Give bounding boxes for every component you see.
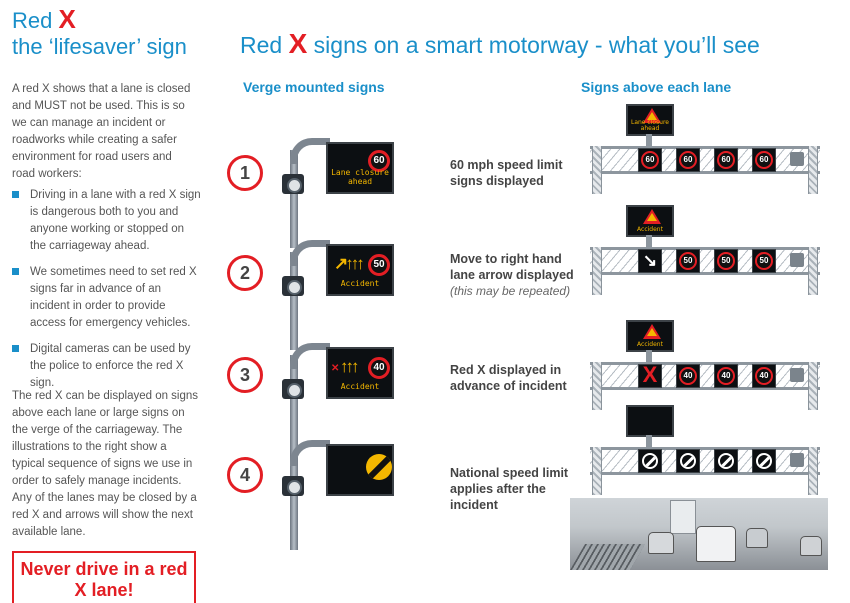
bullet-list: Driving in a lane with a red X sign is d… [12,187,202,401]
verge-sign-message: Accident [340,382,380,391]
lane-sign: 60 [638,148,662,172]
intro-paragraph: A red X shows that a lane is closed and … [12,83,191,180]
main-title-x: X [288,28,308,59]
lane-sign: 60 [752,148,776,172]
gantry-caption: 60 mph speed limit signs displayed [450,158,563,188]
verge-sign-board: ↗↑↑↑ 50 Accident [326,244,394,296]
lane-sign: 40 [714,364,738,388]
title-red-word: Red [12,8,53,33]
crash-barrier [570,544,646,570]
step-number: 3 [227,357,263,393]
main-title-rest: signs on a smart motorway - what you’ll … [313,32,760,58]
lane-sign: 50 [676,249,700,273]
camera-icon [790,253,804,267]
truck [670,500,696,534]
gantry-caption: National speed limit applies after the i… [450,466,569,512]
gantry-4 [590,405,820,495]
national-speed-limit-icon [642,453,658,469]
lane-sign: 50 [714,249,738,273]
verge-sign-message: Accident [340,279,380,288]
verge-sign-1: 60 Lane closure ahead [270,138,400,248]
gantry-1: Lane closure ahead 60 60 60 60 [590,104,820,194]
verge-sign-2: ↗↑↑↑ 50 Accident [270,240,400,350]
camera-icon [790,453,804,467]
gantry-column-heading: Signs above each lane [581,79,732,95]
title-red-x: X [58,4,76,34]
main-title-red: Red [240,32,283,58]
speed-limit-ring: 50 [368,254,390,276]
gantry-note: (this may be repeated) [450,284,571,298]
verge-sign-board [326,444,394,496]
national-speed-limit-icon [756,453,772,469]
verge-sign-message: Lane closure ahead [331,168,389,186]
left-title: Red X the ‘lifesaver’ sign [12,6,187,60]
gantry-caption: Red X displayed in advance of incident [450,363,567,393]
national-speed-limit-icon [718,453,734,469]
national-speed-limit-icon [680,453,696,469]
car [800,536,822,556]
camera-icon [282,379,304,399]
national-speed-limit-icon [366,454,392,480]
warning-triangle-icon [643,209,661,224]
lane-sign: X [638,362,662,388]
lane-sign [714,449,738,473]
red-x-icon: X [642,362,658,387]
bullet-item: Digital cameras can be used by the polic… [12,341,202,392]
lane-closed-x-icon: ✕ [331,363,340,374]
callout-text: Never drive in a red X lane! [20,559,188,600]
verge-sign-4 [270,440,400,550]
gantry-top-sign: Accident [626,205,674,237]
gantry-top-sign-blank [626,405,674,437]
gantry-3: Accident X 40 40 40 [590,320,820,410]
gantry-top-sign: Accident [626,320,674,352]
title-line2: the ‘lifesaver’ sign [12,34,187,59]
step-number: 2 [227,255,263,291]
outro-paragraph: The red X can be displayed on signs abov… [12,390,199,538]
camera-icon [790,152,804,166]
car [696,526,736,562]
lane-sign: 40 [676,364,700,388]
warning-triangle-icon [643,324,661,339]
lane-sign: 50 [752,249,776,273]
motorway-photo [570,498,828,570]
main-title: Red X signs on a smart motorway - what y… [240,28,760,60]
lane-sign: 60 [714,148,738,172]
sign-arm [290,138,330,164]
callout-box: Never drive in a red X lane! [12,551,196,603]
camera-icon [790,368,804,382]
lane-sign: ↘ [638,249,662,273]
gantry-caption: Move to right hand lane arrow displayed … [450,252,574,298]
bullet-item: We sometimes need to set red X signs far… [12,264,202,332]
camera-icon [282,276,304,296]
gantry-beam [590,146,820,174]
verge-sign-3: ✕ ↑↑↑ 40 Accident [270,343,400,453]
car [648,532,674,554]
step-number: 4 [227,457,263,493]
verge-sign-board: 60 Lane closure ahead [326,142,394,194]
sign-pole [290,150,298,248]
lane-sign [638,449,662,473]
step-number: 1 [227,155,263,191]
warning-triangle-icon [643,108,661,123]
bullet-item: Driving in a lane with a red X sign is d… [12,187,202,255]
lane-sign: 40 [752,364,776,388]
lane-sign [752,449,776,473]
gantry-2: Accident ↘ 50 50 50 [590,205,820,295]
speed-limit-ring: 60 [368,150,390,172]
car [746,528,768,548]
speed-limit-ring: 40 [368,357,390,379]
lane-arrows-icon: ↗↑↑↑ [334,254,365,273]
lane-arrows-icon: ↑↑↑ [340,357,359,376]
lane-sign: 60 [676,148,700,172]
camera-icon [282,476,304,496]
verge-sign-board: ✕ ↑↑↑ 40 Accident [326,347,394,399]
camera-icon [282,174,304,194]
diagonal-arrow-icon: ↘ [642,251,658,270]
verge-column-heading: Verge mounted signs [243,79,385,95]
gantry-top-sign: Lane closure ahead [626,104,674,136]
lane-sign [676,449,700,473]
